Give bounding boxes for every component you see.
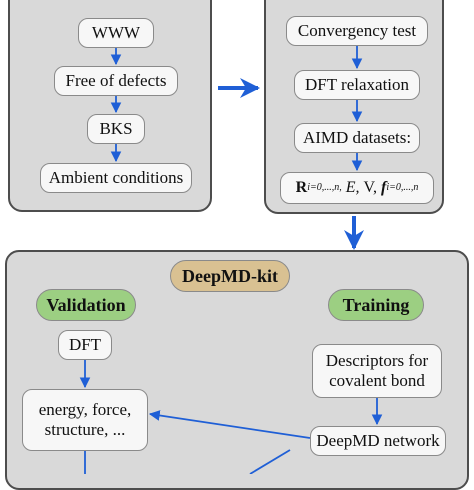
descriptors-node: Descriptors for covalent bond: [312, 344, 442, 398]
energy-force-structure-node: energy, force, structure, ...: [22, 389, 148, 451]
aimd-datasets-node: AIMD datasets:: [294, 123, 420, 153]
formula-f-sub: i=0,...,n: [386, 182, 419, 194]
www-node: WWW: [78, 18, 154, 48]
formula-f: f: [381, 178, 387, 196]
validation-label: Validation: [36, 289, 136, 321]
deepmd-kit-title: DeepMD-kit: [170, 260, 290, 292]
formula-r: R: [295, 178, 308, 196]
deepmd-network-node: DeepMD network: [310, 426, 446, 456]
bks-node: BKS: [87, 114, 145, 144]
formula-e: E,: [345, 178, 360, 196]
dft-node: DFT: [58, 330, 112, 360]
convergency-test-node: Convergency test: [286, 16, 428, 46]
training-label: Training: [328, 289, 424, 321]
formula-v: V,: [363, 178, 378, 196]
formula-r-sub: i=0,...,n,: [307, 182, 342, 194]
dft-relaxation-node: DFT relaxation: [294, 70, 420, 100]
free-of-defects-node: Free of defects: [54, 66, 178, 96]
ambient-conditions-node: Ambient conditions: [40, 163, 192, 193]
